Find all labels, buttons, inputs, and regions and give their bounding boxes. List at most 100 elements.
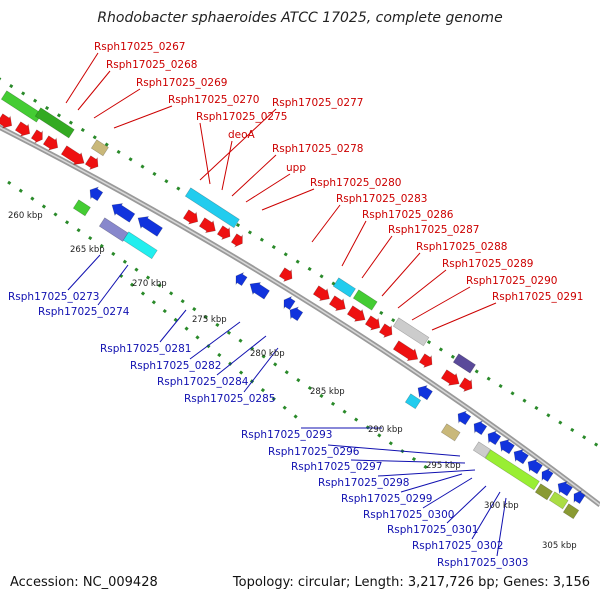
gene-arrow-forward — [230, 233, 243, 248]
gene-arrow-forward — [418, 353, 433, 369]
gene-label-reverse: Rsph17025_0284 — [157, 376, 249, 388]
leader-line-forward — [341, 220, 367, 267]
leader-line-reverse — [471, 491, 501, 540]
gene-label-forward: Rsph17025_0278 — [272, 143, 363, 155]
gene-block-lime — [548, 491, 569, 510]
gene-label-reverse: Rsph17025_0293 — [241, 429, 332, 441]
leader-line-forward — [65, 52, 99, 104]
gene-arrow-reverse — [457, 410, 472, 426]
gene-block-lavender — [98, 217, 129, 242]
map-title: Rhodobacter sphaeroides ATCC 17025, comp… — [97, 10, 503, 26]
leader-line-forward — [397, 269, 447, 309]
leader-line-forward — [113, 105, 173, 129]
gene-arrow-forward — [278, 267, 293, 283]
gene-block-green — [0, 90, 43, 123]
leader-line-forward — [245, 173, 291, 203]
gene-arrow-forward — [0, 113, 13, 129]
leader-line-forward — [311, 204, 341, 243]
gene-arrow-forward — [364, 315, 381, 331]
leader-line-reverse — [67, 254, 101, 291]
kbp-tick-label: 275 kbp — [192, 315, 227, 325]
gene-arrow-forward — [216, 225, 231, 241]
gene-arrow-reverse — [527, 459, 543, 475]
gene-label-reverse: Rsph17025_0301 — [387, 524, 478, 536]
leader-line-forward — [411, 286, 471, 321]
gene-label-forward: Rsph17025_0270 — [168, 94, 259, 106]
gene-arrow-forward — [14, 121, 31, 137]
gene-arrow-reverse — [541, 467, 554, 483]
kbp-tick-label: 305 kbp — [542, 541, 577, 551]
gene-block-grey — [472, 441, 491, 459]
gene-label-forward: Rsph17025_0283 — [336, 193, 427, 205]
gene-arrow-forward — [378, 323, 393, 339]
leader-line-forward — [199, 122, 211, 185]
gene-arrow-reverse — [487, 430, 502, 446]
gene-block-green — [72, 199, 91, 217]
gene-label-reverse: Rsph17025_0274 — [38, 306, 130, 318]
gene-label-reverse: Rsph17025_0298 — [318, 477, 409, 489]
gene-block-tan — [440, 423, 461, 442]
gene-label-reverse: Rsph17025_0273 — [8, 291, 99, 303]
gene-arrow-forward — [42, 135, 59, 151]
gene-labels: Rsph17025_0267Rsph17025_0268Rsph17025_02… — [8, 41, 583, 569]
gene-arrow-reverse — [473, 420, 488, 436]
leader-line-forward — [361, 235, 393, 279]
leader-line-reverse — [189, 321, 241, 360]
kbp-tick-label: 280 kbp — [250, 349, 285, 359]
gene-label-forward: Rsph17025_0267 — [94, 41, 185, 53]
gene-label-reverse: Rsph17025_0303 — [437, 557, 528, 569]
gene-arrow-reverse — [137, 216, 163, 237]
gene-arrow-forward — [392, 340, 419, 362]
gene-arrow-forward — [30, 129, 43, 144]
gene-track — [0, 90, 586, 520]
gene-block-olive — [562, 503, 580, 520]
gene-block-cyan — [404, 393, 422, 410]
gene-label-reverse: Rsph17025_0281 — [100, 343, 191, 355]
tick-track — [0, 77, 600, 472]
gene-label-forward: Rsph17025_0289 — [442, 258, 533, 270]
kbp-tick-label: 290 kbp — [368, 425, 403, 435]
gene-arrow-reverse — [513, 449, 529, 465]
gene-block-purple — [452, 353, 476, 374]
gene-block-olive — [534, 483, 553, 501]
gene-block-cyan — [184, 187, 240, 229]
gene-label-forward: Rsph17025_0290 — [466, 275, 557, 287]
gene-label-reverse: Rsph17025_0285 — [184, 393, 275, 405]
leader-line-forward — [381, 252, 421, 297]
leader-line-forward — [261, 188, 315, 211]
gene-arrow-forward — [60, 145, 85, 165]
leader-line-forward — [199, 108, 277, 181]
gene-arrow-forward — [328, 295, 346, 312]
gene-arrow-reverse — [249, 282, 270, 300]
gene-arrow-reverse — [573, 489, 586, 505]
leader-line-forward — [431, 302, 497, 331]
leader-line-forward — [93, 88, 141, 119]
leader-line-reverse — [422, 477, 473, 509]
leader-line-forward — [231, 154, 277, 197]
gene-label-reverse: Rsph17025_0296 — [268, 446, 360, 458]
gene-arrow-reverse — [417, 385, 433, 401]
gene-label-forward: Rsph17025_0286 — [362, 209, 454, 221]
leader-line-forward — [77, 70, 111, 111]
gene-block-cyan — [332, 277, 356, 298]
gene-label-forward: Rsph17025_0280 — [310, 177, 401, 189]
gene-arrow-forward — [84, 155, 99, 171]
leader-line-reverse — [243, 347, 279, 393]
kbp-tick-label: 285 kbp — [310, 387, 345, 397]
kbp-tick-label: 270 kbp — [132, 279, 167, 289]
gene-label-forward: Rsph17025_0291 — [492, 291, 583, 303]
gene-block-green — [352, 289, 378, 311]
gene-label-reverse: Rsph17025_0299 — [341, 493, 432, 505]
gene-label-forward: deoA — [228, 129, 256, 141]
gene-arrow-reverse — [111, 203, 136, 223]
tick-row-2 — [7, 180, 431, 472]
genome-backbone-highlight — [0, 126, 600, 506]
gene-label-forward: Rsph17025_0268 — [106, 59, 197, 71]
gene-label-reverse: Rsph17025_0282 — [130, 360, 221, 372]
leader-line-reverse — [159, 309, 187, 343]
leader-line-forward — [221, 140, 233, 191]
gene-block-lime — [484, 449, 540, 491]
